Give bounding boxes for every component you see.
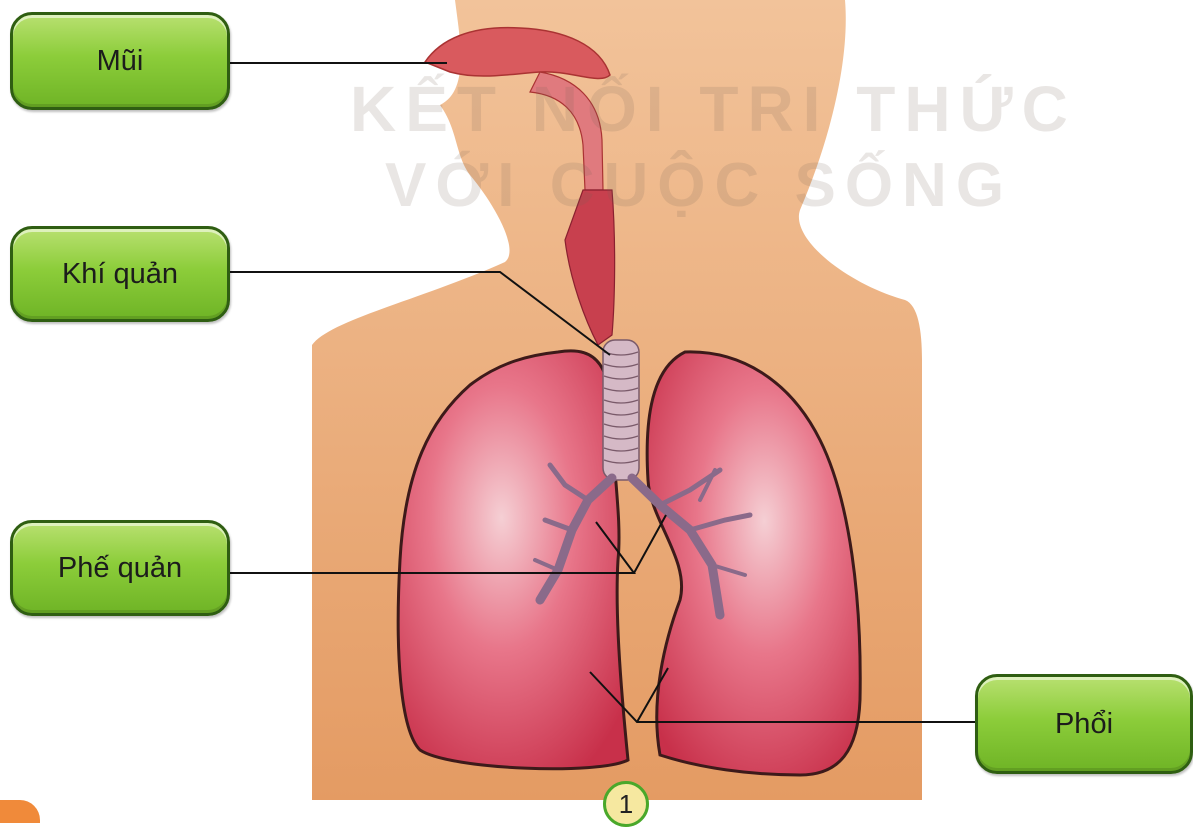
page-number-badge: 1	[603, 781, 649, 827]
trachea-tube	[603, 340, 639, 480]
label-trachea: Khí quản	[10, 226, 230, 322]
label-lungs: Phổi	[975, 674, 1193, 774]
label-bronchi: Phế quản	[10, 520, 230, 616]
watermark-line-2: VỚI CUỘC SỐNG	[385, 150, 1013, 221]
label-nose: Mũi	[10, 12, 230, 110]
watermark-line-1: KẾT NỐI TRI THỨC	[350, 72, 1077, 146]
